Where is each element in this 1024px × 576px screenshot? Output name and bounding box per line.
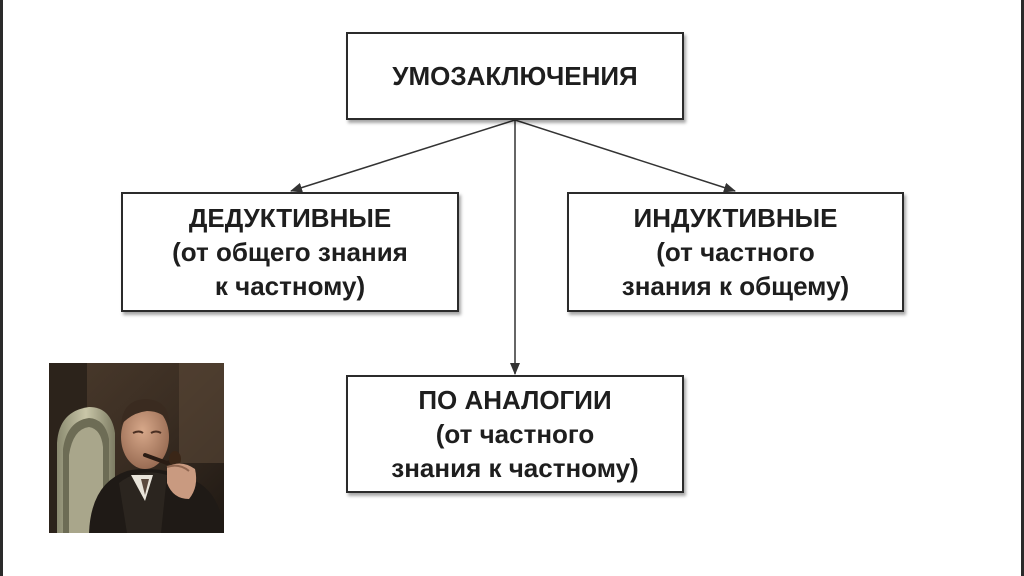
slide-right-edge (1021, 0, 1024, 576)
portrait-image-icon (49, 363, 224, 533)
root-title: УМОЗАКЛЮЧЕНИЯ (392, 61, 638, 91)
analogy-box: ПО АНАЛОГИИ (от частного знания к частно… (346, 375, 684, 493)
analogy-desc-line2: знания к частному) (391, 453, 639, 483)
deductive-title: ДЕДУКТИВНЫЕ (188, 203, 392, 233)
arrow-to-deductive (290, 119, 516, 193)
arrow-to-inductive (514, 119, 736, 193)
root-box-inferences: УМОЗАКЛЮЧЕНИЯ (346, 32, 684, 120)
deductive-desc-line1: (от общего знания (172, 237, 408, 267)
portrait-photo (49, 363, 224, 533)
deductive-desc-line2: к частному) (214, 271, 366, 301)
inductive-desc-line2: знания к общему) (621, 271, 850, 301)
inductive-box: ИНДУКТИВНЫЕ (от частного знания к общему… (567, 192, 904, 312)
analogy-desc-line1: (от частного (435, 419, 595, 449)
deductive-box: ДЕДУКТИВНЫЕ (от общего знания к частному… (121, 192, 459, 312)
slide-left-edge (0, 0, 3, 576)
analogy-title: ПО АНАЛОГИИ (418, 385, 612, 415)
inductive-title: ИНДУКТИВНЫЕ (633, 203, 838, 233)
inductive-desc-line1: (от частного (656, 237, 815, 267)
